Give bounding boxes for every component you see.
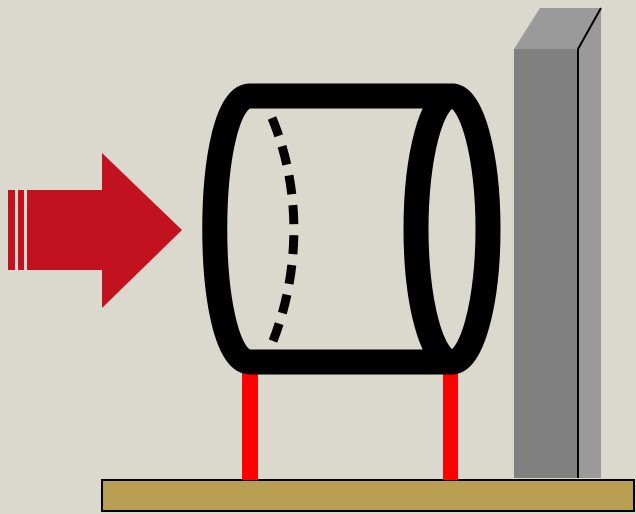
wall-front-face — [514, 49, 578, 478]
right-arrow-icon — [8, 153, 182, 308]
support-leg-right — [443, 370, 458, 480]
arrow-stripe — [18, 190, 24, 270]
wall-edge — [577, 7, 602, 50]
wall-top-face — [514, 8, 601, 49]
wall-block-icon — [514, 7, 602, 478]
cylinder-coil-icon — [202, 83, 501, 375]
support-leg-left — [242, 370, 258, 480]
arrow-stripe — [8, 190, 15, 270]
wall-side-face — [578, 8, 601, 478]
arrow-head — [102, 153, 182, 308]
coil-outline — [202, 83, 455, 375]
support-leg-icon — [242, 370, 458, 480]
coil-back-rim-dashed — [267, 116, 299, 343]
base-board-icon — [101, 479, 635, 512]
coil-front-rim — [403, 83, 501, 375]
arrow-shaft — [27, 190, 103, 270]
